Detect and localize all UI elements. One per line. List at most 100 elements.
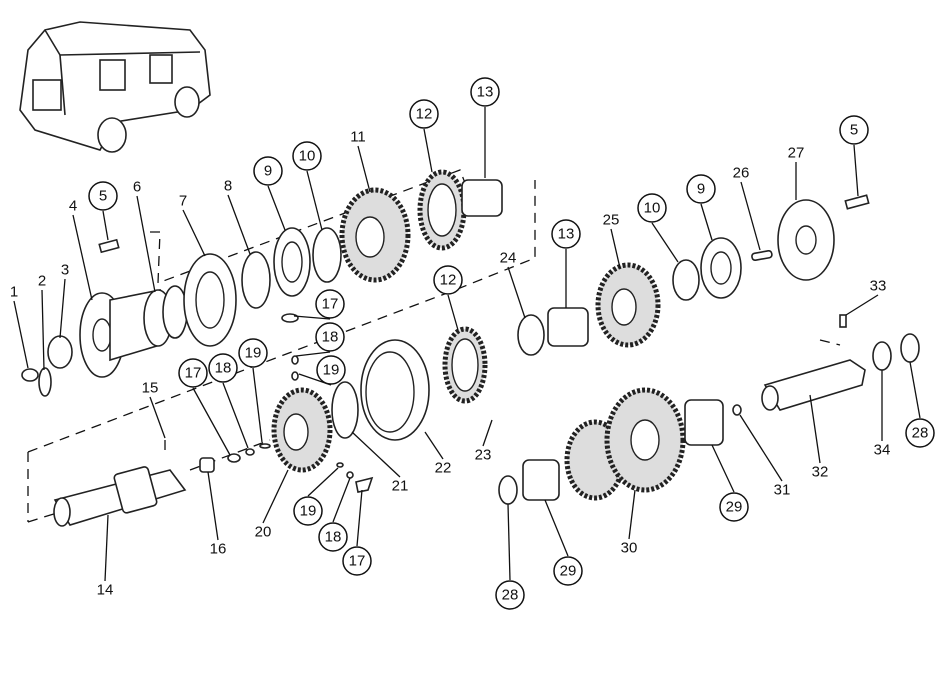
callout-number: 20 [255, 524, 272, 541]
leader-line [423, 128, 433, 173]
leader-line [307, 467, 339, 497]
leader-line [507, 266, 526, 319]
callout-number: 18 [325, 529, 342, 546]
leader-line [711, 444, 735, 493]
leader-line [13, 300, 29, 369]
callout-number: 1 [10, 284, 18, 301]
callout-number: 21 [392, 478, 409, 495]
callout-number: 19 [245, 345, 262, 362]
callout-number: 28 [912, 425, 929, 442]
leader-line [809, 394, 821, 464]
callout-number: 24 [500, 250, 517, 267]
callout-part-29: 29 [719, 492, 749, 522]
callout-number: 14 [97, 582, 114, 599]
callout-part-28: 28 [495, 580, 525, 610]
leader-line [306, 170, 323, 231]
callout-part-27: 27 [788, 145, 805, 162]
callout-circle [253, 156, 283, 186]
callout-number: 12 [440, 272, 457, 289]
callout-number: 17 [322, 296, 339, 313]
callout-part-18: 18 [318, 522, 348, 552]
callout-number: 29 [726, 499, 743, 516]
callout-number: 22 [435, 460, 452, 477]
assembly-boundary [27, 169, 536, 522]
leader-line [628, 489, 636, 540]
callout-number: 16 [210, 541, 227, 558]
callout-circle [470, 77, 500, 107]
leader-line [507, 503, 511, 581]
callout-number: 9 [697, 181, 705, 198]
callout-part-19: 19 [238, 338, 268, 368]
callout-part-14: 14 [97, 582, 114, 599]
callout-number: 25 [603, 212, 620, 229]
callout-circle [88, 181, 118, 211]
callout-part-6: 6 [133, 179, 141, 196]
callout-number: 13 [477, 84, 494, 101]
assembly-boundary [27, 339, 841, 523]
callout-number: 26 [733, 165, 750, 182]
callout-part-17: 17 [315, 289, 345, 319]
callout-circle [637, 193, 667, 223]
callout-part-32: 32 [812, 464, 829, 481]
callout-number: 28 [502, 587, 519, 604]
leader-line [267, 185, 286, 231]
callout-circle [208, 353, 238, 383]
callout-part-12: 12 [433, 265, 463, 295]
leader-line [136, 195, 156, 293]
callout-number: 27 [788, 145, 805, 162]
leader-line [356, 489, 363, 547]
callout-part-10: 10 [292, 141, 322, 171]
callout-part-23: 23 [475, 447, 492, 464]
callout-part-34: 34 [874, 442, 891, 459]
callout-number: 8 [224, 178, 232, 195]
callout-number: 3 [61, 262, 69, 279]
callout-part-22: 22 [435, 460, 452, 477]
callout-part-9: 9 [253, 156, 283, 186]
callout-circle [293, 496, 323, 526]
callout-number: 23 [475, 447, 492, 464]
callout-part-7: 7 [179, 193, 187, 210]
callout-number: 29 [560, 563, 577, 580]
callout-number: 9 [264, 163, 272, 180]
callout-circle [719, 492, 749, 522]
callout-circle [292, 141, 322, 171]
callout-part-20: 20 [255, 524, 272, 541]
leader-line [351, 431, 401, 478]
callout-number: 32 [812, 464, 829, 481]
leader-line [293, 315, 331, 320]
leader-line [651, 222, 679, 263]
callout-part-19: 19 [293, 496, 323, 526]
callout-part-33: 33 [870, 278, 887, 295]
leader-line [149, 396, 166, 439]
callout-circle [839, 115, 869, 145]
leader-line [845, 294, 879, 316]
callout-part-17: 17 [342, 546, 372, 576]
leader-line [853, 144, 859, 197]
callout-number: 30 [621, 540, 638, 557]
callout-circle [905, 418, 935, 448]
callout-number: 4 [69, 198, 77, 215]
leader-line [207, 471, 219, 541]
callout-circle [238, 338, 268, 368]
callout-number: 12 [416, 106, 433, 123]
callout-part-11: 11 [350, 129, 366, 146]
callout-part-8: 8 [224, 178, 232, 195]
callout-part-28: 28 [905, 418, 935, 448]
callout-part-31: 31 [774, 482, 791, 499]
callout-part-4: 4 [69, 198, 77, 215]
leader-line [59, 278, 66, 339]
leader-lines [13, 107, 921, 582]
leader-line [41, 289, 45, 371]
callout-part-3: 3 [61, 262, 69, 279]
callout-number: 5 [850, 122, 858, 139]
leader-line [252, 367, 263, 443]
callout-number: 18 [322, 329, 339, 346]
callout-part-21: 21 [392, 478, 409, 495]
callout-part-18: 18 [315, 322, 345, 352]
callout-part-13: 13 [551, 219, 581, 249]
callout-number: 10 [299, 148, 316, 165]
callout-circle [342, 546, 372, 576]
leader-line [909, 361, 921, 419]
leader-line [72, 214, 93, 301]
